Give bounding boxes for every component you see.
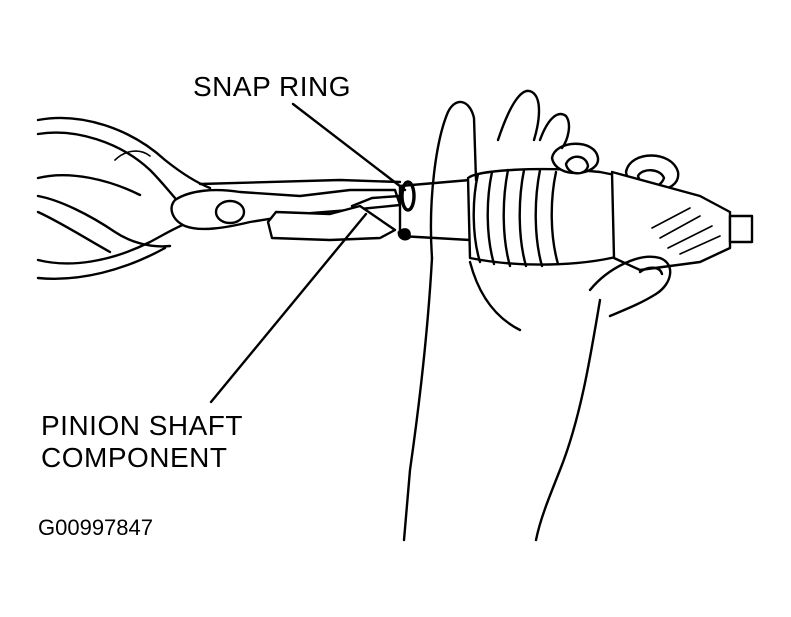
snap-ring-leader — [291, 102, 407, 192]
pinion-shaft-component-label: PINION SHAFT COMPONENT — [41, 410, 243, 474]
snap-ring-icon — [397, 180, 416, 241]
pinion-label-line-1: PINION SHAFT — [41, 410, 244, 441]
pinion-shaft-leader — [209, 212, 368, 404]
pinion-label-line-2: COMPONENT — [41, 442, 228, 473]
snap-ring-label: SNAP RING — [193, 71, 352, 102]
pliers-icon — [36, 116, 402, 280]
pinion-shaft-icon — [398, 142, 754, 272]
hand-icon — [402, 89, 672, 542]
figure-id: G00997847 — [38, 515, 153, 540]
